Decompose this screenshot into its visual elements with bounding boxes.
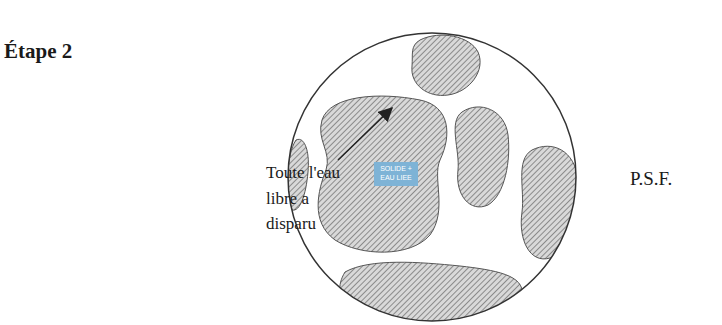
node-text: SOLIDE + EAU LIEE [376, 165, 416, 183]
callout-note: Toute l'eau libre a disparu [266, 160, 356, 237]
side-label: P.S.F. [630, 165, 710, 194]
leader-arrow [338, 108, 392, 160]
solid-bound-water-box: SOLIDE + EAU LIEE [374, 162, 418, 186]
step-title: Étape 2 [4, 36, 134, 68]
